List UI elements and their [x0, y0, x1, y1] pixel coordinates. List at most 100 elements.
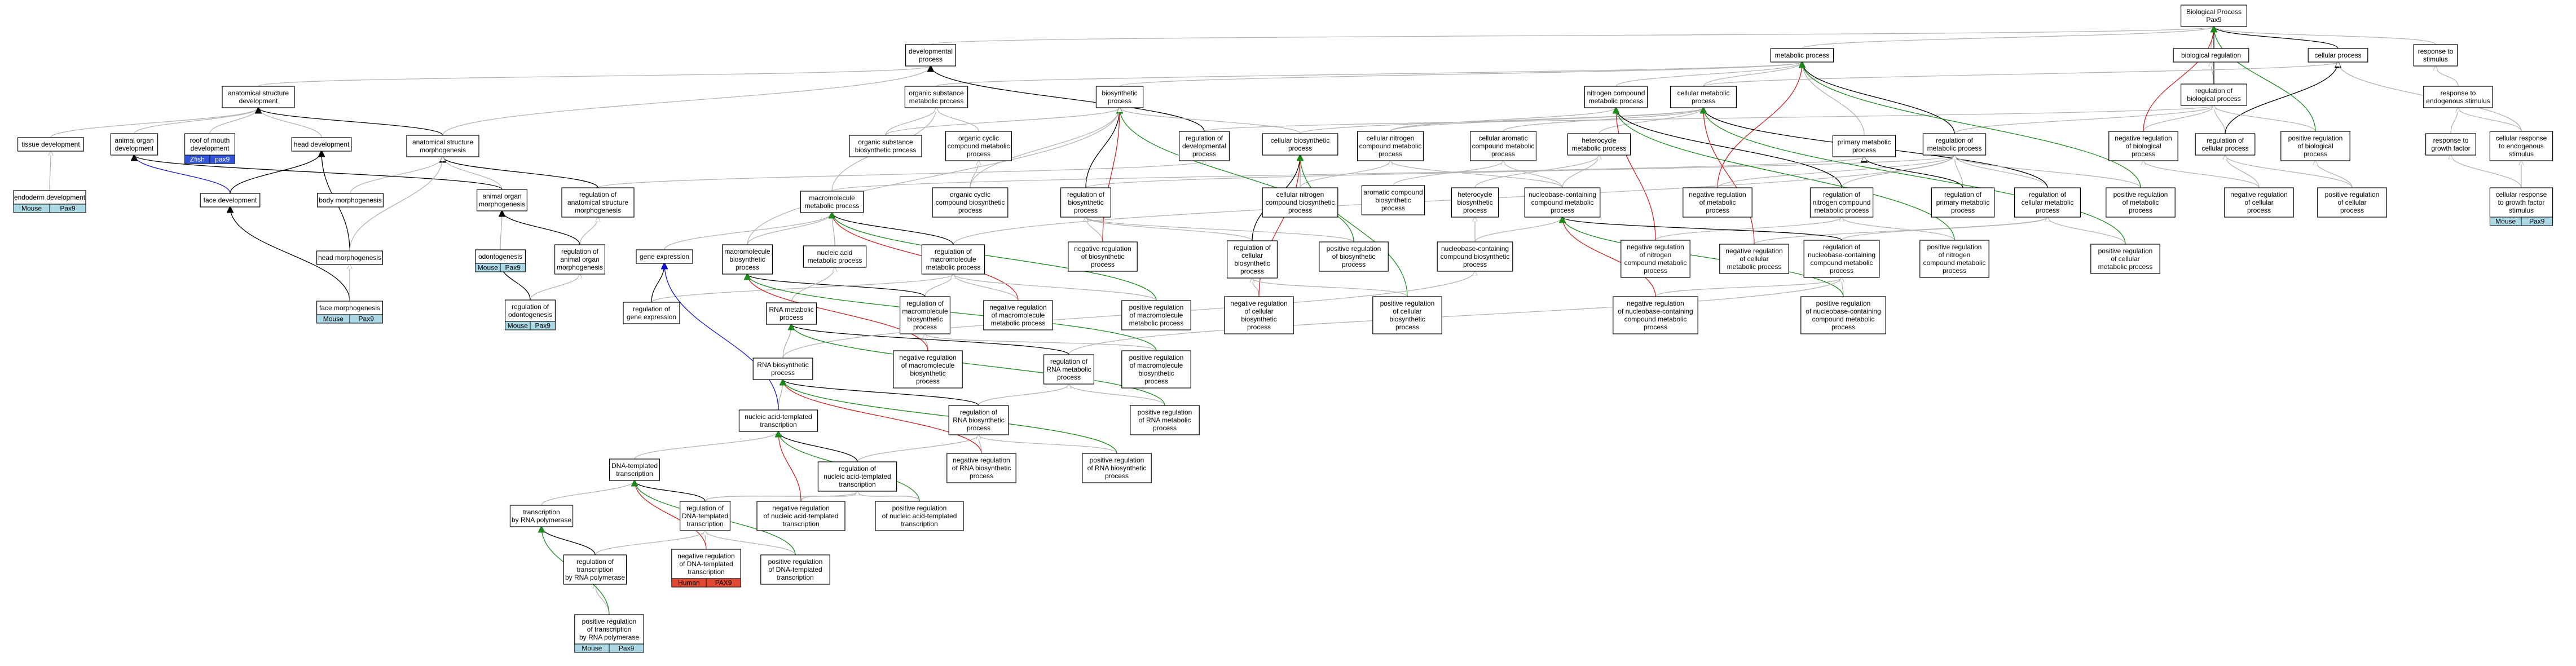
term-box[interactable] [946, 453, 1016, 483]
term-box[interactable] [1060, 187, 1111, 218]
term-box[interactable] [2106, 187, 2176, 218]
term-box[interactable] [817, 461, 897, 492]
term-box[interactable] [893, 350, 963, 389]
term-box[interactable] [1613, 296, 1698, 334]
term-box[interactable] [905, 44, 956, 67]
term-box[interactable] [13, 190, 86, 205]
term-box[interactable] [110, 133, 158, 156]
term-box[interactable] [738, 409, 818, 432]
term-box[interactable] [1922, 133, 1987, 156]
term-box[interactable] [849, 135, 922, 157]
term-box[interactable] [1227, 240, 1278, 279]
term-node-headdev[interactable]: head development [291, 137, 352, 152]
term-box[interactable] [803, 245, 867, 268]
term-box[interactable] [2224, 187, 2294, 218]
term-box[interactable] [1437, 241, 1513, 272]
term-box[interactable] [2181, 5, 2248, 27]
term-box[interactable] [1470, 131, 1537, 161]
term-box[interactable] [1043, 354, 1094, 385]
term-node-facedev[interactable]: face development [200, 193, 261, 208]
term-box[interactable] [2308, 48, 2368, 63]
annotation-gene-cell[interactable] [349, 314, 383, 324]
term-box[interactable] [1262, 187, 1338, 218]
term-box[interactable] [1809, 187, 1874, 218]
term-box[interactable] [983, 300, 1053, 330]
term-node-bodymorph[interactable]: body morphogenesis [316, 193, 384, 208]
term-box[interactable] [756, 501, 846, 531]
term-box[interactable] [2489, 131, 2553, 161]
term-box[interactable] [1372, 296, 1442, 334]
term-box[interactable] [1584, 86, 1648, 108]
term-box[interactable] [2090, 244, 2160, 274]
term-box[interactable] [1068, 241, 1138, 272]
term-box[interactable] [679, 501, 730, 531]
annotation-gene-cell[interactable] [209, 155, 235, 164]
term-box[interactable] [721, 244, 773, 275]
term-node-headmorph[interactable]: head morphogenesis [316, 250, 383, 265]
term-box[interactable] [474, 249, 526, 264]
term-box[interactable] [921, 244, 985, 275]
term-box[interactable] [2014, 187, 2081, 218]
term-box[interactable] [1800, 296, 1886, 334]
term-box[interactable] [623, 302, 680, 324]
term-box[interactable] [2195, 133, 2256, 156]
term-box[interactable] [1803, 240, 1880, 278]
term-node-metab[interactable]: metabolic process [1770, 48, 1834, 63]
term-node-breg[interactable]: biological regulation [2173, 48, 2249, 63]
term-box[interactable] [1567, 133, 1631, 156]
term-box[interactable] [291, 137, 352, 152]
term-box[interactable] [1719, 244, 1789, 274]
term-box[interactable] [1121, 350, 1191, 389]
term-box[interactable] [1931, 187, 1995, 218]
term-box[interactable] [1130, 405, 1200, 435]
term-box[interactable] [671, 549, 741, 579]
term-box[interactable] [476, 189, 527, 211]
term-box[interactable] [222, 86, 295, 108]
term-box[interactable] [2489, 187, 2553, 218]
term-box[interactable] [554, 244, 605, 275]
annotation-gene-cell[interactable] [49, 204, 86, 213]
